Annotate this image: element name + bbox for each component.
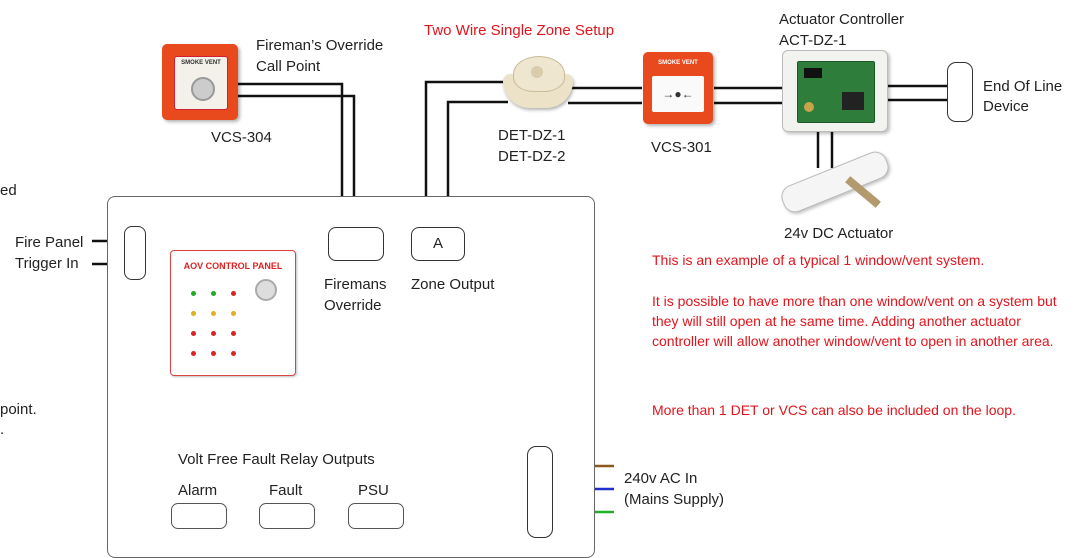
control-panel-title: AOV CONTROL PANEL xyxy=(183,261,283,271)
clipped-text-2: point. xyxy=(0,401,37,418)
key-switch-icon xyxy=(191,77,215,101)
zone-loop-cable xyxy=(424,80,958,232)
firemans-override-label-1: Firemans xyxy=(324,276,387,293)
zone-output-terminal: A xyxy=(411,227,465,261)
firemans-call-point-device: SMOKE VENT xyxy=(162,44,238,120)
smoke-detector-device xyxy=(503,54,573,114)
mains-label-1: 240v AC In xyxy=(624,470,698,487)
mains-terminal xyxy=(527,446,553,538)
firemans-override-terminal xyxy=(328,227,384,261)
led-indicator xyxy=(211,311,216,316)
led-indicator xyxy=(191,331,196,336)
firemans-cable xyxy=(238,82,356,232)
relay-heading: Volt Free Fault Relay Outputs xyxy=(178,451,375,468)
firemans-override-label-2: Override xyxy=(324,297,382,314)
firemans-call-point-code: VCS-304 xyxy=(211,129,272,146)
actuator-controller-code: ACT-DZ-1 xyxy=(779,32,847,49)
led-indicator xyxy=(231,291,236,296)
actuator-controller-name: Actuator Controller xyxy=(779,11,905,28)
actuator-controller-device xyxy=(782,50,888,132)
relay-label-fault: Fault xyxy=(269,482,303,499)
led-indicator xyxy=(231,331,236,336)
firemans-call-point-name-2: Call Point xyxy=(256,58,321,75)
led-indicator xyxy=(231,351,236,356)
led-indicator xyxy=(211,351,216,356)
fire-panel-label-1: Fire Panel xyxy=(15,234,84,251)
call-point-label: SMOKE VENT xyxy=(181,60,221,66)
fire-panel-terminal xyxy=(124,226,146,280)
led-indicator xyxy=(191,351,196,356)
end-of-line-name-1: End Of Line xyxy=(983,78,1063,95)
note-1: This is an example of a typical 1 window… xyxy=(652,252,985,268)
actuator-device xyxy=(777,148,893,216)
clipped-text-1: ed xyxy=(0,182,17,199)
actuator-name: 24v DC Actuator xyxy=(784,225,894,242)
clipped-text-3: . xyxy=(0,421,5,438)
relay-terminal-alarm xyxy=(171,503,227,529)
note-2: It is possible to have more than one win… xyxy=(652,293,1057,349)
led-indicator xyxy=(191,291,196,296)
zone-output-label: Zone Output xyxy=(411,276,495,293)
mains-label-2: (Mains Supply) xyxy=(624,491,725,508)
led-indicator xyxy=(191,311,196,316)
end-of-line-device xyxy=(947,62,973,122)
fire-panel-label-2: Trigger In xyxy=(15,255,79,272)
aov-control-panel: AOV CONTROL PANEL xyxy=(170,250,296,376)
call-point-code: VCS-301 xyxy=(651,139,712,156)
firemans-call-point-name: Fireman’s Override xyxy=(256,37,384,54)
detector-code-2: DET-DZ-2 xyxy=(498,148,566,165)
call-point-device: SMOKE VENT →●← xyxy=(643,52,713,124)
detector-code-1: DET-DZ-1 xyxy=(498,127,566,144)
led-indicator xyxy=(211,291,216,296)
end-of-line-name-2: Device xyxy=(983,98,1029,115)
relay-label-psu: PSU xyxy=(358,482,389,499)
call-point-301-label: SMOKE VENT xyxy=(658,60,698,66)
diagram-title: Two Wire Single Zone Setup xyxy=(424,22,615,39)
led-indicator xyxy=(231,311,236,316)
note-3: More than 1 DET or VCS can also be inclu… xyxy=(652,402,1016,418)
relay-terminal-psu xyxy=(348,503,404,529)
arrows-icon: →●← xyxy=(652,76,704,112)
relay-terminal-fault xyxy=(259,503,315,529)
actuator-cable xyxy=(816,130,834,168)
led-indicator xyxy=(211,331,216,336)
key-switch-icon xyxy=(255,279,277,301)
relay-label-alarm: Alarm xyxy=(178,482,218,499)
